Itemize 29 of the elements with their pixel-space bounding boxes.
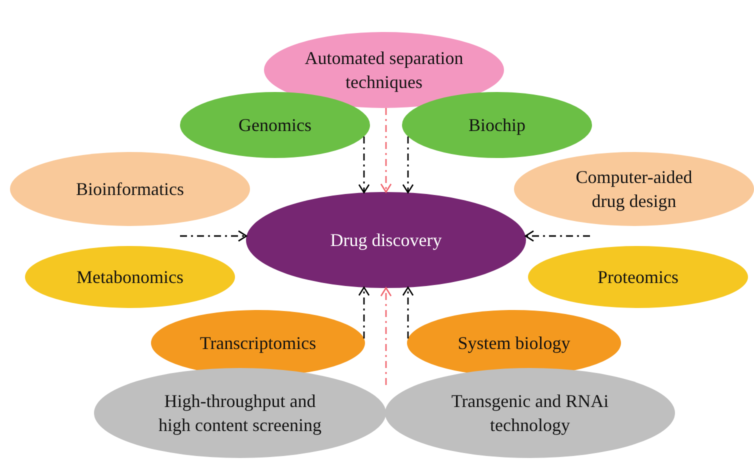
arrow	[402, 286, 414, 338]
arrow	[180, 230, 248, 242]
oval-node	[385, 368, 675, 458]
oval-node	[10, 152, 250, 226]
node-label: Transcriptomics	[200, 332, 316, 355]
oval-node	[514, 152, 754, 226]
node-label: High-throughput and high content screening	[158, 390, 322, 437]
arrow	[524, 230, 590, 242]
node-label: Bioinformatics	[76, 178, 184, 201]
node-label: Computer-aided drug design	[574, 166, 694, 213]
node-label: Genomics	[238, 114, 312, 137]
arrow	[358, 136, 370, 194]
node-label: Transgenic and RNAi technology	[450, 390, 610, 437]
oval-node	[402, 92, 592, 158]
node-label: Drug discovery	[330, 229, 442, 252]
node-label: Biochip	[468, 114, 526, 137]
node-label: Automated separation techniques	[304, 47, 464, 94]
arrow	[380, 108, 392, 193]
oval-node	[246, 192, 526, 288]
oval-node	[528, 246, 748, 308]
oval-node	[180, 92, 370, 158]
node-label: System biology	[458, 332, 570, 355]
arrow	[380, 287, 392, 385]
oval-node	[94, 368, 386, 458]
arrow	[358, 286, 370, 338]
node-label: Proteomics	[598, 266, 678, 289]
node-label: Metabonomics	[76, 266, 184, 289]
oval-node	[25, 246, 235, 308]
arrow	[402, 136, 414, 194]
